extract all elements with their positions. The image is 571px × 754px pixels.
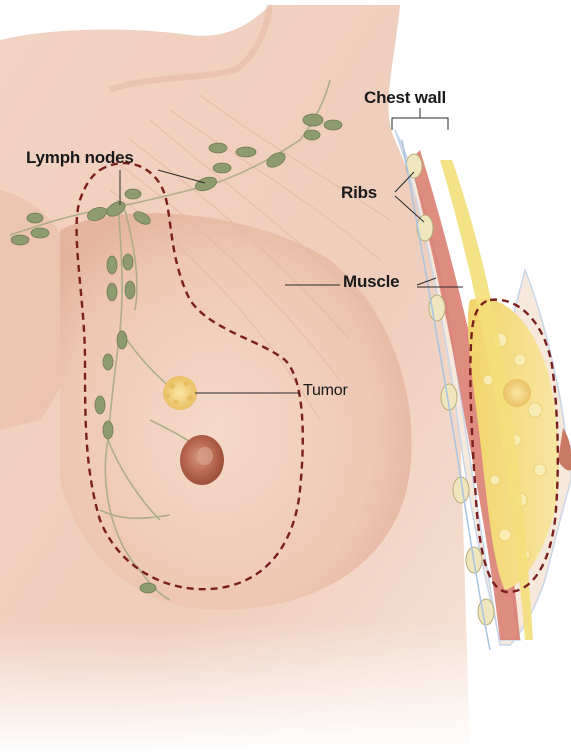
torso	[0, 5, 480, 754]
lymph-nodes-label: Lymph nodes	[26, 148, 134, 168]
muscle-label: Muscle	[343, 272, 399, 292]
tumor-mass	[163, 376, 197, 410]
ribs-label: Ribs	[341, 183, 377, 203]
tumor-label: Tumor	[303, 382, 348, 400]
chest-wall-label: Chest wall	[364, 88, 446, 108]
nipple	[180, 435, 224, 485]
